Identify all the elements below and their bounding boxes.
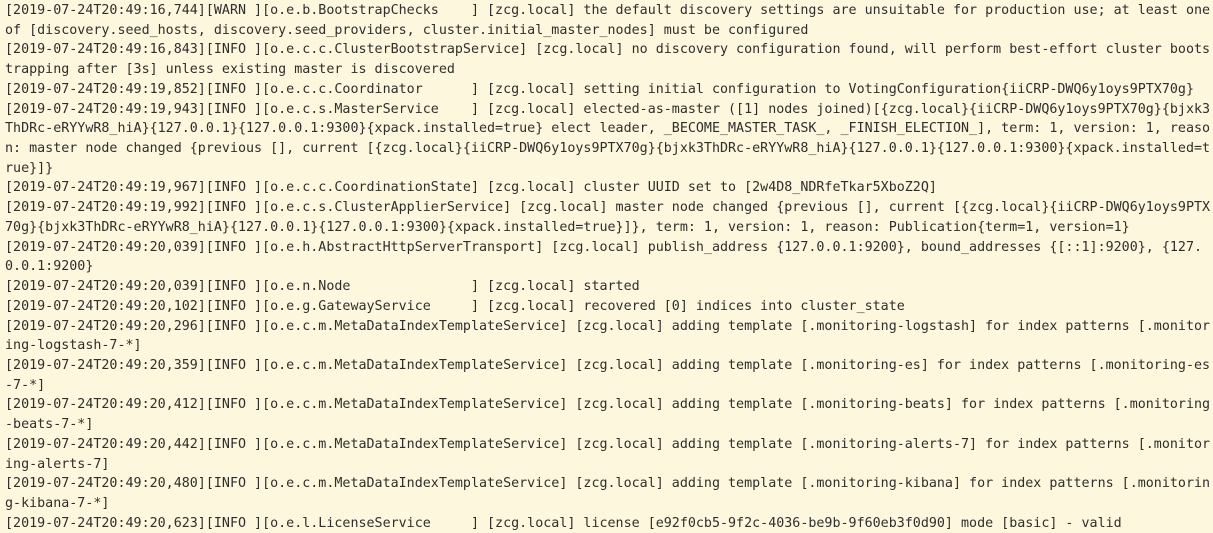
log-entry: [2019-07-24T20:49:20,480][INFO ][o.e.c.m… bbox=[5, 476, 1211, 511]
log-entry: [2019-07-24T20:49:20,102][INFO ][o.e.g.G… bbox=[5, 298, 905, 314]
log-entry: [2019-07-24T20:49:20,623][INFO ][o.e.l.L… bbox=[5, 515, 1122, 531]
log-entry: [2019-07-24T20:49:16,843][INFO ][o.e.c.c… bbox=[5, 42, 1211, 78]
log-entry: [2019-07-24T20:49:19,943][INFO ][o.e.c.s… bbox=[5, 101, 1211, 176]
log-entry: [2019-07-24T20:49:20,442][INFO ][o.e.c.m… bbox=[5, 436, 1211, 472]
log-entry: [2019-07-24T20:49:20,039][INFO ][o.e.h.A… bbox=[5, 239, 1203, 275]
log-entry: [2019-07-24T20:49:20,359][INFO ][o.e.c.m… bbox=[5, 357, 1211, 393]
log-entry-warn-bootstrap-checks: [2019-07-24T20:49:16,744][WARN ][o.e.b.B… bbox=[5, 3, 1211, 38]
log-entry: [2019-07-24T20:49:20,296][INFO ][o.e.c.m… bbox=[5, 318, 1211, 354]
log-entry: [2019-07-24T20:49:19,967][INFO ][o.e.c.c… bbox=[5, 180, 937, 196]
log-entry: [2019-07-24T20:49:19,852][INFO ][o.e.c.c… bbox=[5, 81, 1194, 97]
log-output: [2019-07-24T20:49:16,744][WARN ][o.e.b.B… bbox=[5, 1, 1210, 533]
log-entry: [2019-07-24T20:49:19,992][INFO ][o.e.c.s… bbox=[5, 200, 1211, 235]
log-entry: [2019-07-24T20:49:20,412][INFO ][o.e.c.m… bbox=[5, 397, 1211, 433]
log-entry: [2019-07-24T20:49:20,039][INFO ][o.e.n.N… bbox=[5, 279, 640, 295]
